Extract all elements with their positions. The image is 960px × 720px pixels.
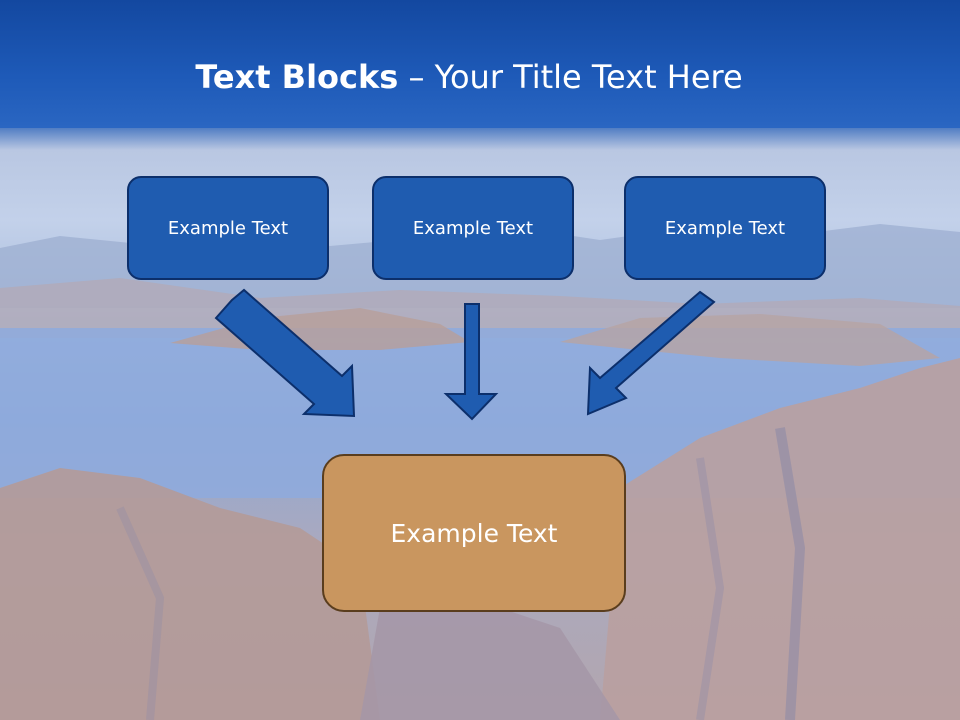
rock-crevice (116, 506, 165, 720)
foreground-rocks-center (360, 598, 620, 720)
rock-crevice (696, 457, 725, 720)
text-block-1[interactable]: Example Text (127, 176, 329, 280)
left-arrow (214, 288, 356, 418)
result-text-block[interactable]: Example Text (322, 454, 626, 612)
title-bar (0, 0, 960, 128)
slide-title: Text Blocks – Your Title Text Here (0, 52, 960, 102)
rock-crevice (775, 427, 806, 720)
text-block-2[interactable]: Example Text (372, 176, 574, 280)
right-arrow (586, 290, 716, 416)
text-block-3[interactable]: Example Text (624, 176, 826, 280)
foreground-rocks-right (600, 358, 960, 720)
peninsula (560, 314, 940, 366)
title-separator: – (398, 58, 435, 96)
center-arrow (443, 303, 499, 421)
title-bold-part: Text Blocks (195, 58, 399, 96)
title-rest: Your Title Text Here (434, 58, 743, 96)
foreground-rocks-left (0, 468, 380, 720)
